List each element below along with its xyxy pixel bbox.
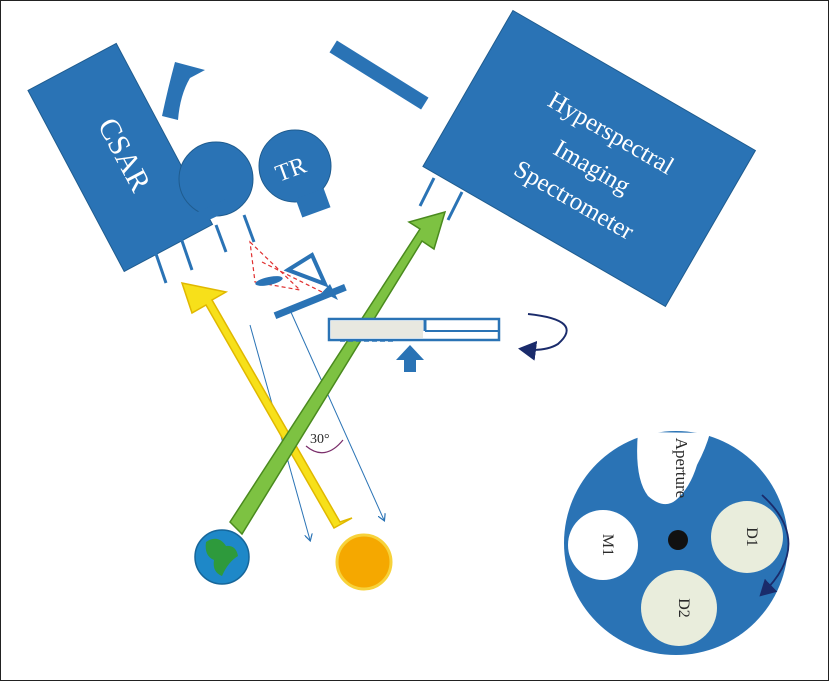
thin-ray-2	[289, 309, 384, 520]
tr-instrument: TR	[258, 129, 332, 218]
calibration-optics	[249, 240, 347, 319]
angle-arc	[305, 439, 344, 454]
curved-lens	[162, 62, 205, 120]
round-detector	[178, 141, 256, 253]
filter-position-d1: D1	[743, 527, 760, 547]
angle-label: 30°	[310, 432, 330, 447]
earth-beam-arrow	[229, 210, 447, 536]
wheel-rotate-arrow-icon	[759, 494, 790, 597]
filter-position-d2: D2	[675, 598, 692, 618]
sun-icon	[335, 533, 393, 591]
aperture-slot	[637, 432, 710, 505]
shutter-slider	[327, 313, 568, 372]
filter-position-m1: M1	[599, 534, 616, 556]
filter-wheel: Aperture M1 D1 D2	[564, 431, 790, 655]
rotate-arrow-icon	[518, 313, 568, 361]
csar-instrument: CSAR	[27, 42, 214, 284]
flat-mirror	[329, 40, 429, 110]
spectrometer-instrument: Hyperspectral Imaging Spectrometer	[418, 9, 757, 308]
earth-icon	[194, 529, 250, 585]
aperture-label: Aperture	[672, 438, 691, 498]
